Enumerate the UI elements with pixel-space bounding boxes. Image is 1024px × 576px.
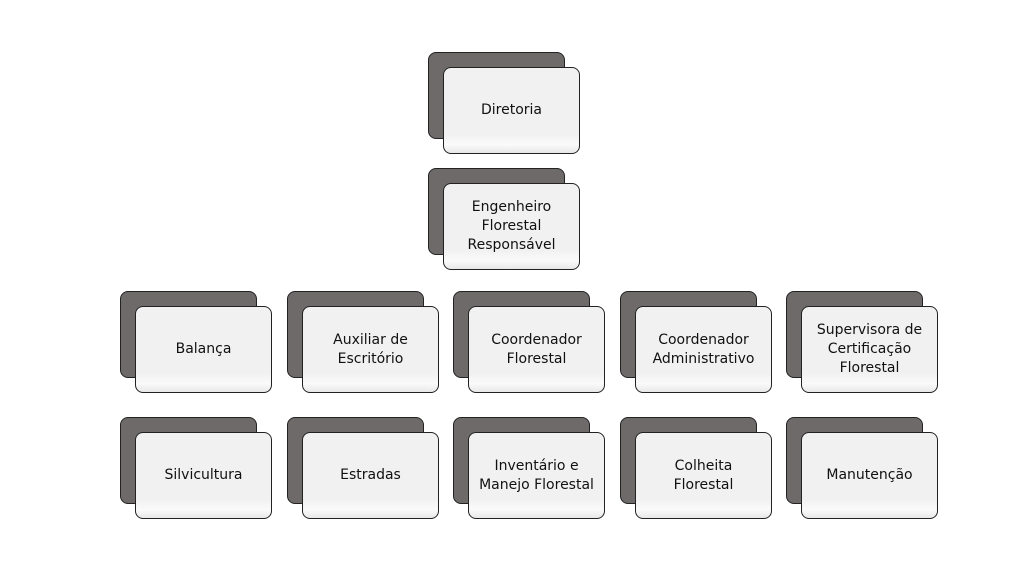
node-label: Estradas xyxy=(302,432,439,519)
node-coord-florestal: Coordenador Florestal xyxy=(453,291,606,393)
node-label: Coordenador Florestal xyxy=(468,306,605,393)
node-colheita: Colheita Florestal xyxy=(620,417,773,519)
node-label: Engenheiro Florestal Responsável xyxy=(443,183,580,270)
node-auxiliar: Auxiliar de Escritório xyxy=(287,291,440,393)
node-inventario: Inventário e Manejo Florestal xyxy=(453,417,606,519)
node-diretoria: Diretoria xyxy=(428,52,581,154)
node-label: Coordenador Administrativo xyxy=(635,306,772,393)
node-label: Supervisora de Certificação Florestal xyxy=(801,306,938,393)
node-silvicultura: Silvicultura xyxy=(120,417,273,519)
node-label: Balança xyxy=(135,306,272,393)
node-engenheiro: Engenheiro Florestal Responsável xyxy=(428,168,581,270)
node-balanca: Balança xyxy=(120,291,273,393)
node-label: Inventário e Manejo Florestal xyxy=(468,432,605,519)
node-label: Auxiliar de Escritório xyxy=(302,306,439,393)
node-label: Silvicultura xyxy=(135,432,272,519)
node-supervisora: Supervisora de Certificação Florestal xyxy=(786,291,939,393)
node-coord-admin: Coordenador Administrativo xyxy=(620,291,773,393)
node-label: Diretoria xyxy=(443,67,580,154)
node-estradas: Estradas xyxy=(287,417,440,519)
node-label: Manutenção xyxy=(801,432,938,519)
node-manutencao: Manutenção xyxy=(786,417,939,519)
node-label: Colheita Florestal xyxy=(635,432,772,519)
